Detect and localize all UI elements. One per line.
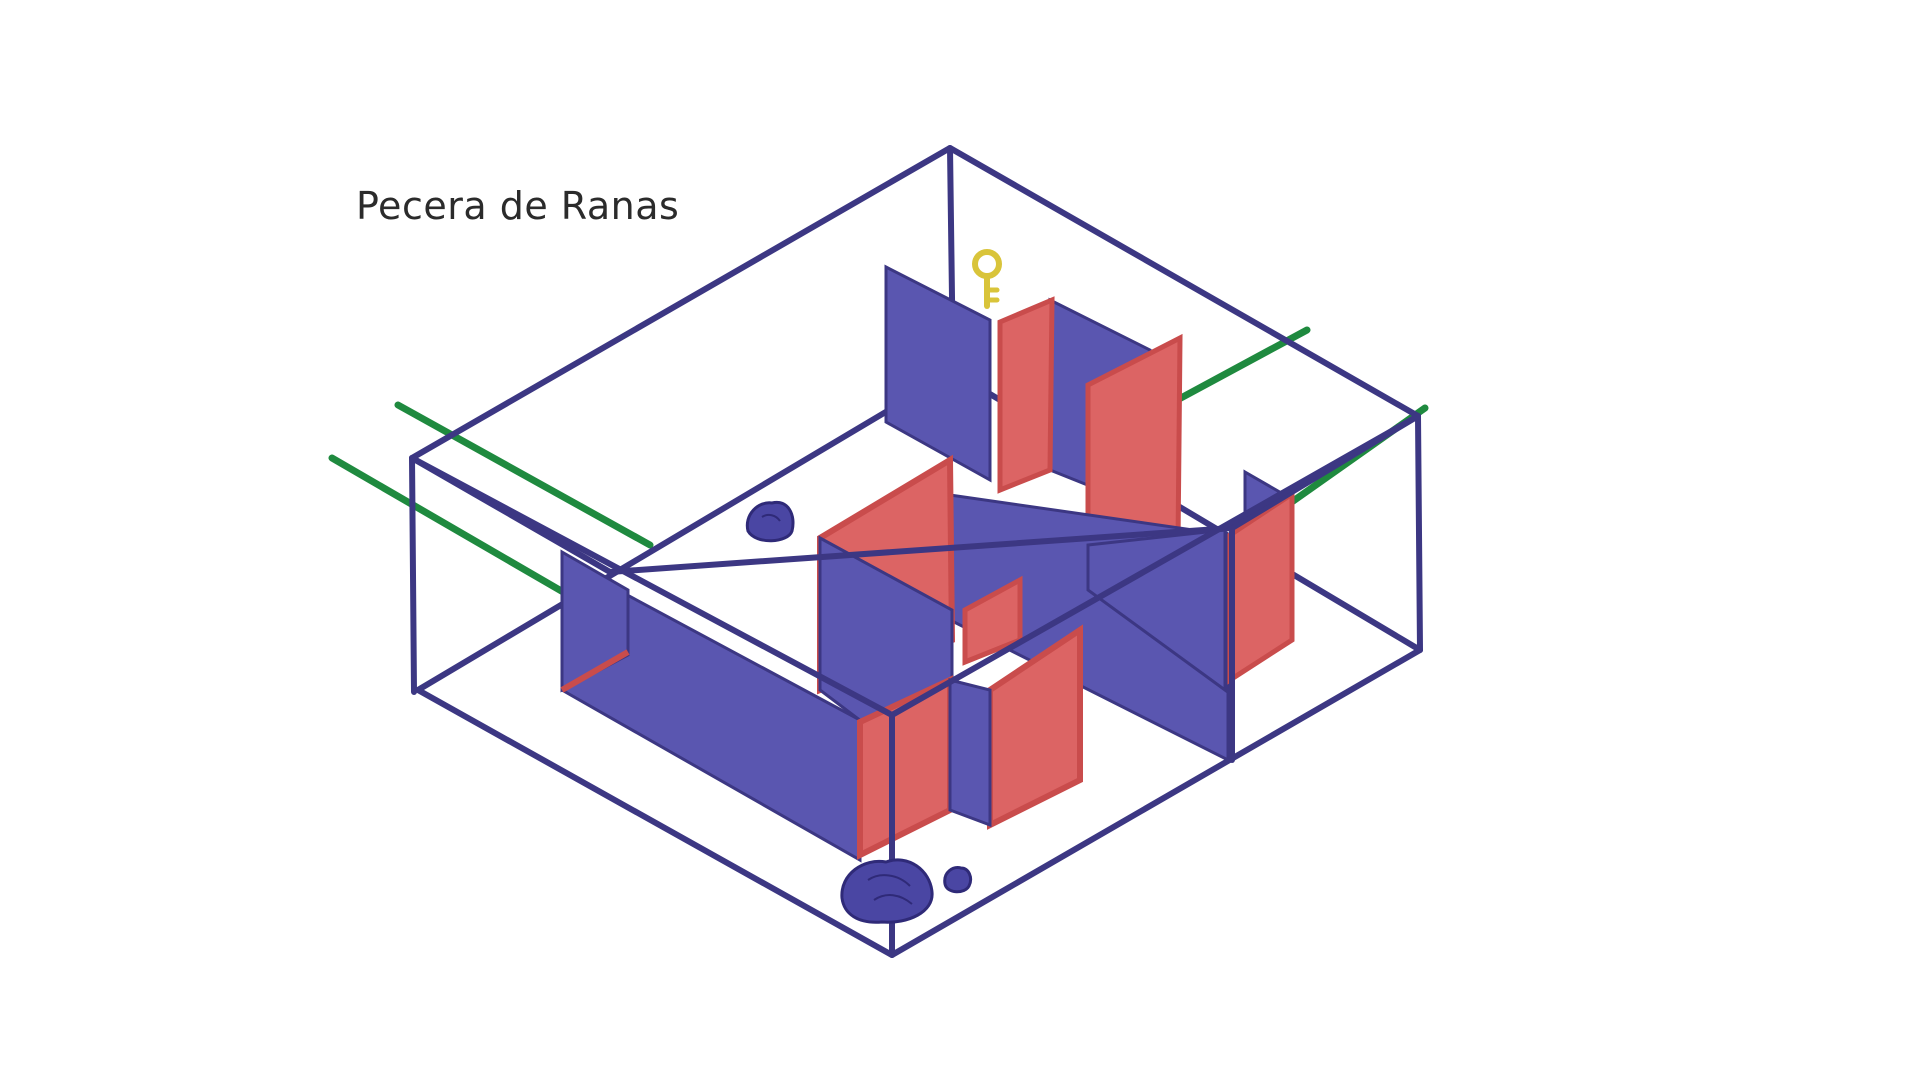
floor-right-edge: [889, 647, 1423, 958]
frame-left-top-edge: [409, 455, 895, 718]
rock-icon: [745, 500, 795, 543]
wall-blue-right-lower: [1086, 528, 1227, 693]
frame-left-vertical: [409, 455, 417, 695]
wall-blue-front-mid: [948, 678, 992, 828]
rock-icon-large: [840, 858, 934, 924]
rail-left-upper: [394, 401, 654, 549]
frame-right-top-edge: [889, 413, 1421, 718]
frame-right-vertical: [1415, 413, 1423, 653]
wall-red-front-2: [987, 624, 1083, 830]
key-icon[interactable]: [972, 249, 1002, 309]
level-title: Pecera de Ranas: [356, 184, 680, 228]
floor-left-edge: [415, 687, 895, 958]
maze-walls: [560, 264, 1295, 863]
wall-blue-back: [884, 264, 992, 483]
rock-icon-small: [943, 866, 973, 894]
wall-red-front-edge: [560, 649, 630, 693]
frame-front-edges: [409, 413, 1423, 958]
wall-red-back-1: [997, 296, 1055, 494]
floor-back-left: [415, 369, 956, 693]
rail-left-lower: [328, 454, 574, 600]
